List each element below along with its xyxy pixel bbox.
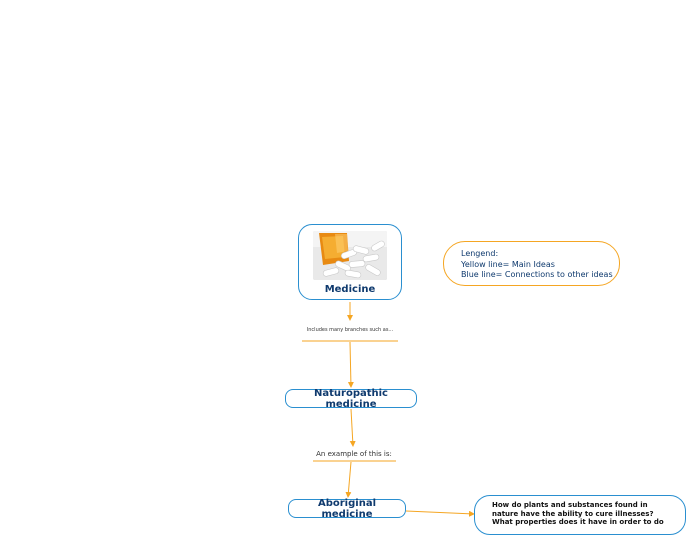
question-line-2: nature have the ability to cure illnesse… (492, 509, 654, 518)
question-line-3: What properties does it have in order to… (492, 518, 664, 526)
connector-to-naturopathic (347, 341, 354, 388)
legend-blue-line: Blue line= Connections to other ideas (461, 270, 613, 279)
connector-aboriginal-to-question (405, 510, 475, 517)
legend-yellow-line: Yellow line= Main Ideas (461, 259, 555, 269)
legend-node[interactable]: Lengend: Yellow line= Main Ideas Blue li… (443, 241, 620, 286)
pills-image (313, 231, 387, 280)
connector-naturopathic-down (349, 408, 356, 447)
naturopathic-medicine-label: Naturopathic medicine (314, 387, 388, 410)
medicine-node[interactable]: Medicine (298, 224, 402, 300)
connector-to-aboriginal (345, 461, 352, 498)
link-label-branches: Includes many branches such as... (306, 327, 394, 333)
aboriginal-medicine-label: Aboriginal medicine (317, 497, 376, 520)
question-line-1: How do plants and substances found in (492, 501, 648, 509)
link-label-example: An example of this is: (316, 450, 392, 458)
naturopathic-medicine-node[interactable]: Naturopathic medicine (285, 387, 417, 410)
medicine-label: Medicine (324, 284, 376, 295)
legend-title: Lengend: (461, 249, 499, 258)
question-node[interactable]: How do plants and substances found in na… (474, 495, 686, 535)
aboriginal-medicine-node[interactable]: Aboriginal medicine (288, 497, 406, 520)
connector-lines (302, 302, 475, 517)
